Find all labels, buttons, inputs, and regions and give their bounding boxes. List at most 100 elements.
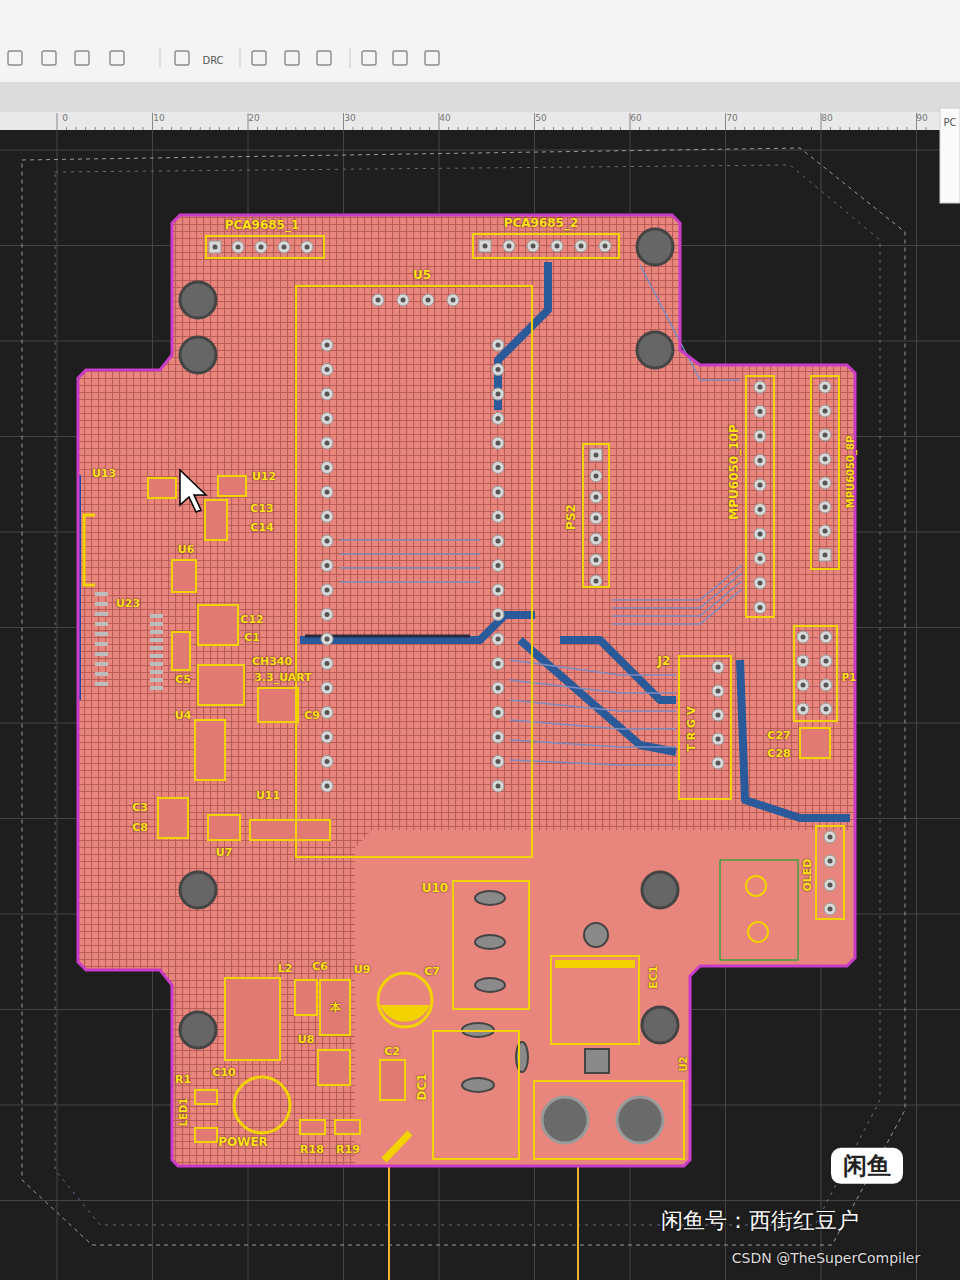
th-pad — [590, 512, 602, 524]
drill — [716, 761, 721, 766]
th-pad — [492, 437, 504, 449]
th-pad — [819, 501, 831, 513]
toolbar-icon — [175, 51, 189, 65]
drill — [823, 505, 828, 510]
copper-trace — [740, 660, 850, 818]
side-panel — [940, 108, 960, 203]
drill — [325, 465, 330, 470]
oblong-pad — [462, 1023, 494, 1037]
drill — [823, 457, 828, 462]
silkscreen-label: U13 — [92, 468, 116, 480]
drill — [823, 385, 828, 390]
ruler — [0, 112, 960, 130]
signal-trace — [612, 573, 742, 608]
ruler-tick — [801, 127, 802, 130]
ruler-tick — [706, 127, 707, 130]
smd-pad — [95, 652, 108, 656]
component-outline: U5 — [295, 285, 533, 858]
silkscreen-label: C7 — [424, 966, 440, 978]
signal-trace — [510, 720, 676, 729]
th-pad — [321, 756, 333, 768]
component-outline — [198, 605, 238, 645]
th-pad — [321, 731, 333, 743]
smd-pad — [95, 662, 108, 666]
drill — [496, 343, 501, 348]
th-pad — [797, 703, 809, 715]
th-pad — [321, 609, 333, 621]
th-pad — [255, 241, 267, 253]
ruler-tick — [486, 127, 487, 130]
th-pad — [590, 533, 602, 545]
drill — [259, 245, 264, 250]
drill — [758, 409, 763, 414]
toolbar-separator — [350, 48, 351, 68]
drill — [496, 490, 501, 495]
smd-pad — [150, 670, 163, 674]
ruler-tick — [314, 127, 315, 130]
ruler-tick — [181, 127, 182, 130]
ruler-tick — [496, 127, 497, 130]
signal-trace — [612, 565, 742, 600]
th-pad — [819, 525, 831, 537]
ruler-tick — [209, 127, 210, 130]
smd-pad — [95, 672, 108, 676]
component-outline: PCA9685_1 — [205, 235, 325, 259]
drill — [603, 244, 608, 249]
component-outline: OLED — [815, 825, 845, 920]
th-pad — [797, 679, 809, 691]
drill — [531, 244, 536, 249]
drill — [325, 392, 330, 397]
drill — [824, 659, 829, 664]
ruler-tick — [639, 127, 640, 130]
drill — [823, 409, 828, 414]
silkscreen-label: U6 — [178, 544, 195, 556]
ruler-tick — [668, 127, 669, 130]
silkscreen-label: U23 — [116, 598, 140, 610]
silkscreen-label: LED1 — [178, 1098, 189, 1126]
ruler-number: 70 — [726, 114, 737, 124]
ruler-tick — [830, 127, 831, 130]
component-outline: U10 — [452, 880, 530, 1010]
th-pad — [492, 707, 504, 719]
drill — [325, 686, 330, 691]
component-outline — [335, 1120, 360, 1134]
drill — [401, 298, 406, 303]
th-pad — [527, 240, 539, 252]
drill — [758, 385, 763, 390]
silkscreen-label: R19 — [336, 1144, 360, 1156]
th-pad — [820, 679, 832, 691]
th-pad — [372, 294, 384, 306]
drill — [823, 481, 828, 486]
oblong-pad — [475, 935, 505, 949]
th-pad — [492, 462, 504, 474]
component-outline — [218, 476, 246, 496]
ruler-tick — [821, 113, 822, 130]
ruler-tick — [849, 127, 850, 130]
component-outline: MPU6050_10P — [745, 375, 775, 618]
ruler-tick — [343, 113, 344, 130]
ruler-number: 50 — [535, 114, 546, 124]
drill — [823, 529, 828, 534]
ruler-tick — [840, 127, 841, 130]
drill — [496, 392, 501, 397]
toolbar-icon — [425, 51, 439, 65]
toolbar-icon — [42, 51, 56, 65]
component-outline — [172, 560, 196, 592]
grid-line — [0, 1200, 960, 1201]
watermark-logo: 闲鱼 — [831, 1148, 903, 1184]
th-pad — [754, 553, 766, 565]
drill — [801, 659, 806, 664]
silkscreen-label: U8 — [298, 1034, 315, 1046]
signal-trace — [510, 660, 676, 675]
oblong-pad — [516, 1042, 528, 1072]
drill — [594, 516, 599, 521]
component-outline: EC1 — [550, 955, 640, 1045]
component-outline — [158, 798, 188, 838]
th-pad — [492, 682, 504, 694]
ruler-tick — [926, 127, 927, 130]
component-outline: PS2 — [582, 443, 610, 588]
th-pad — [599, 240, 611, 252]
toolbar-strip — [0, 82, 960, 112]
ruler-tick — [811, 127, 812, 130]
leader-line — [577, 1166, 579, 1280]
